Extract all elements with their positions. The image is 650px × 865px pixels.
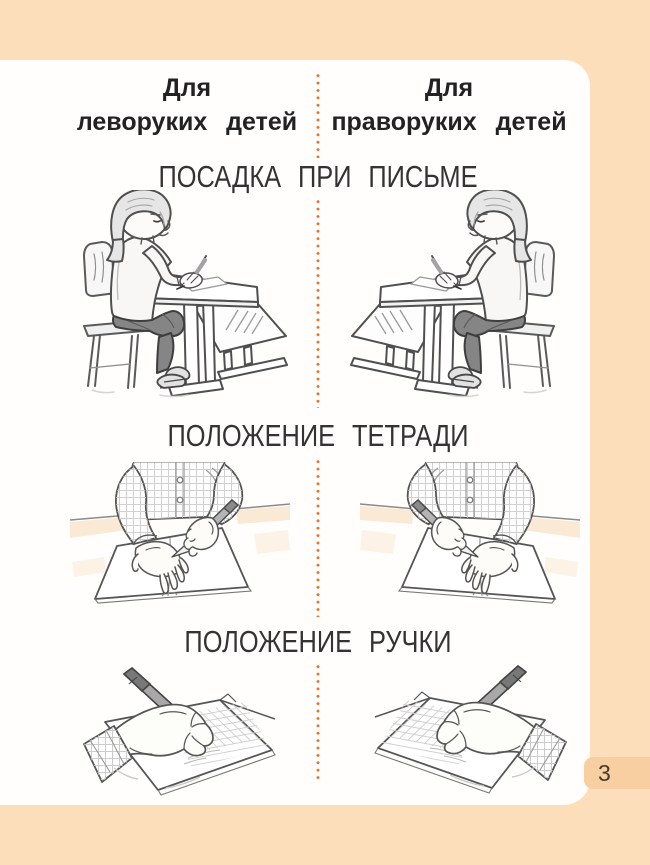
illustration-child-at-desk-right-handed bbox=[350, 190, 582, 408]
illustration-pen-grip-right-handed bbox=[368, 658, 580, 796]
illustration-notebook-position-right-handed bbox=[360, 462, 580, 610]
column-header-left-line1: Для bbox=[162, 74, 212, 102]
illustration-child-at-desk-left-handed bbox=[56, 190, 288, 408]
dotted-divider-segment-4 bbox=[316, 663, 320, 783]
page-number: 3 bbox=[598, 760, 611, 786]
page-number-tab: 3 bbox=[584, 757, 650, 789]
illustration-pen-grip-left-handed bbox=[70, 660, 282, 798]
dotted-divider-segment-3 bbox=[316, 458, 320, 617]
column-header-left-line2: леворуких детей bbox=[76, 108, 298, 136]
column-header-right-line2: праворуких детей bbox=[331, 108, 567, 136]
section-title-sitting-position: ПОСАДКА ПРИ ПИСЬМЕ bbox=[158, 159, 478, 194]
content-panel: Для леворуких детей Для праворуких детей… bbox=[0, 60, 590, 805]
section-title-notebook-position: ПОЛОЖЕНИЕ ТЕТРАДИ bbox=[167, 418, 469, 453]
dotted-divider-segment-1 bbox=[316, 72, 320, 158]
illustration-notebook-position-left-handed bbox=[70, 462, 290, 610]
dotted-divider-segment-2 bbox=[316, 198, 320, 408]
column-header-right-handed: Для праворуких детей bbox=[318, 71, 580, 139]
section-title-pen-position: ПОЛОЖЕНИЕ РУЧКИ bbox=[184, 624, 452, 659]
column-header-right-line1: Для bbox=[424, 74, 474, 102]
column-header-left-handed: Для леворуких детей bbox=[56, 71, 318, 139]
